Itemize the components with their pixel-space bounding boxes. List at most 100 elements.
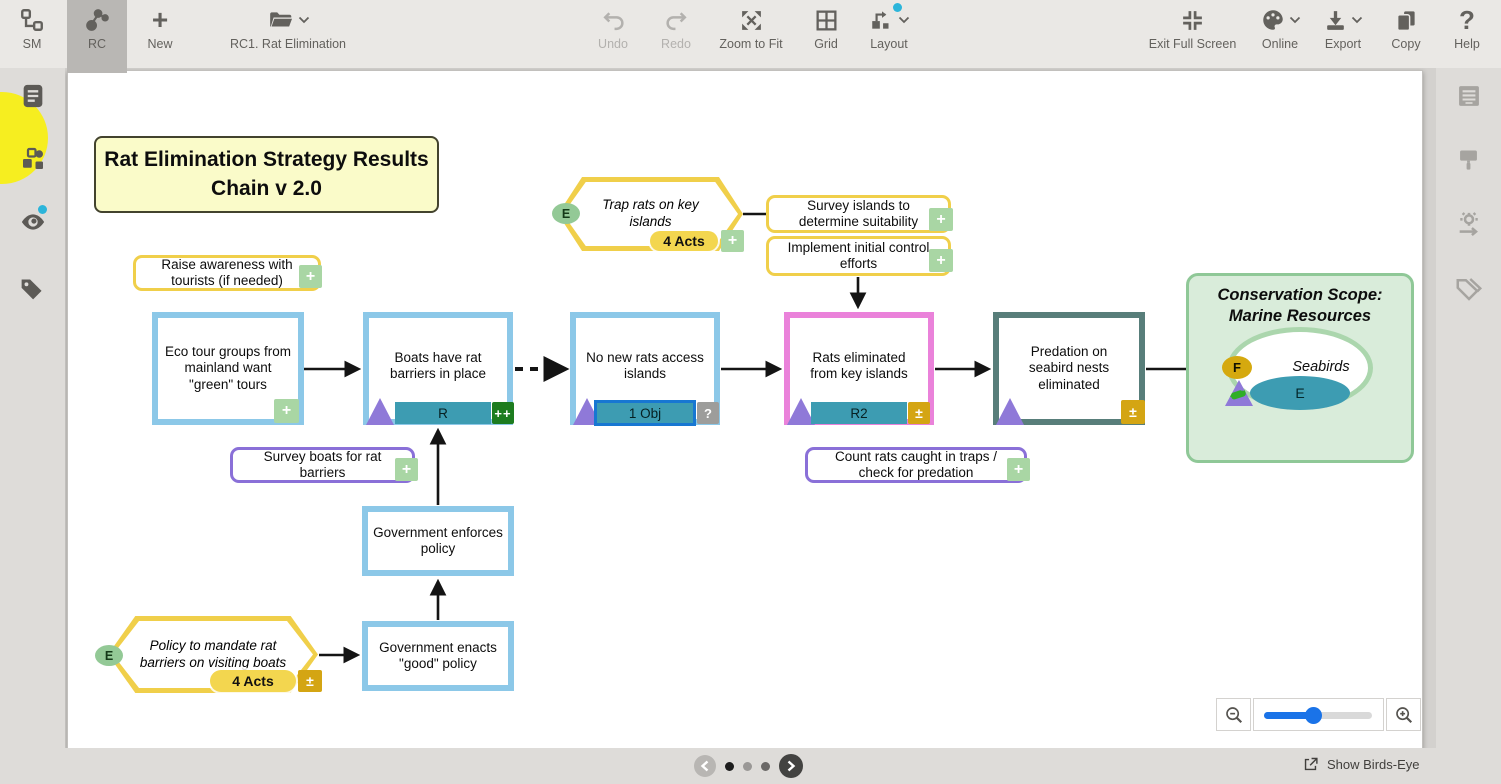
new-label: New xyxy=(147,37,173,51)
result-gov-enacts[interactable]: Government enacts "good" policy xyxy=(362,621,514,691)
zoom-in-button[interactable] xyxy=(1386,698,1421,731)
page-dot-3[interactable] xyxy=(761,761,770,771)
activity-survey-islands[interactable]: Survey islands to determine suitability xyxy=(766,195,951,233)
page-dot-1[interactable] xyxy=(725,761,734,771)
plus-badge[interactable]: + xyxy=(721,230,744,252)
format-painter-icon xyxy=(1460,150,1477,170)
exit-full-screen-label: Exit Full Screen xyxy=(1148,37,1237,51)
palette-icon xyxy=(1260,5,1301,35)
new-button[interactable]: + New xyxy=(135,4,185,51)
undo-label: Undo xyxy=(598,37,628,51)
activity-count-rats[interactable]: Count rats caught in traps / check for p… xyxy=(805,447,1027,483)
double-plus-badge[interactable]: ++ xyxy=(492,402,514,424)
grid-icon xyxy=(814,5,839,35)
objective-bar-selected[interactable]: 1 Obj xyxy=(594,400,696,426)
diagram-title[interactable]: Rat Elimination Strategy Results Chain v… xyxy=(94,136,439,213)
exit-full-screen-button[interactable]: Exit Full Screen xyxy=(1135,5,1250,51)
sidebar-item-summary[interactable] xyxy=(1436,82,1501,110)
zoom-slider-track[interactable] xyxy=(1264,707,1372,724)
grid-label: Grid xyxy=(814,37,838,51)
next-page-button[interactable] xyxy=(779,754,803,778)
plus-minus-badge[interactable]: ± xyxy=(298,670,322,692)
plus-badge[interactable]: + xyxy=(929,208,953,231)
result-gov-enforces[interactable]: Government enforces policy xyxy=(362,506,514,576)
zoom-to-fit-button[interactable]: Zoom to Fit xyxy=(705,5,797,51)
layout-icon xyxy=(869,3,910,35)
copy-label: Copy xyxy=(1391,37,1421,51)
activity-survey-boats[interactable]: Survey boats for rat barriers xyxy=(230,447,415,483)
target-f-badge[interactable]: F xyxy=(1222,356,1252,379)
result-predation-eliminated[interactable]: Predation on seabird nests eliminated xyxy=(993,312,1145,425)
copy-button[interactable]: Copy xyxy=(1381,5,1431,51)
undo-button[interactable]: Undo xyxy=(588,5,638,51)
show-birdseye-button[interactable]: Show Birds-Eye xyxy=(1302,756,1419,773)
activity-implement-control[interactable]: Implement initial control efforts xyxy=(766,236,951,276)
page-dot-2[interactable] xyxy=(743,761,752,771)
exit-full-screen-icon xyxy=(1180,5,1205,35)
plus-badge[interactable]: + xyxy=(1007,458,1030,481)
plus-badge[interactable]: + xyxy=(274,399,299,423)
chevron-right-icon xyxy=(787,760,796,772)
diagram-canvas[interactable]: Rat Elimination Strategy Results Chain v… xyxy=(67,70,1423,750)
zoom-slider[interactable] xyxy=(1253,698,1384,731)
copy-icon xyxy=(1394,5,1419,35)
plus-badge[interactable]: + xyxy=(929,249,953,272)
help-button[interactable]: ? Help xyxy=(1443,5,1491,52)
zoom-in-icon xyxy=(1395,706,1412,723)
chevron-down-icon xyxy=(1351,16,1363,24)
sidebar-item-visibility[interactable] xyxy=(0,205,65,236)
sidebar-item-details[interactable] xyxy=(0,82,65,110)
plus-minus-badge[interactable]: ± xyxy=(1121,400,1145,424)
plus-badge[interactable]: + xyxy=(395,458,418,481)
right-sidebar xyxy=(1436,68,1501,748)
bottom-bar: Show Birds-Eye xyxy=(0,748,1501,784)
evidence-badge[interactable]: E xyxy=(552,203,580,224)
rc-label: RC xyxy=(87,37,107,51)
sidebar-item-factors[interactable] xyxy=(0,144,65,174)
list-panel-icon xyxy=(1458,86,1479,106)
acts-badge[interactable]: 4 Acts xyxy=(650,231,718,251)
activity-raise-awareness[interactable]: Raise awareness with tourists (if needed… xyxy=(133,255,321,291)
help-label: Help xyxy=(1454,37,1480,51)
prev-page-button[interactable] xyxy=(694,755,716,777)
zoom-slider-thumb[interactable] xyxy=(1304,707,1322,724)
sidebar-item-automation[interactable] xyxy=(1436,210,1501,238)
open-diagram-button[interactable]: RC1. Rat Elimination xyxy=(208,5,368,51)
chevron-down-icon xyxy=(1289,16,1300,24)
layout-label: Layout xyxy=(870,37,908,51)
target-e-badge[interactable]: E xyxy=(1250,376,1350,410)
export-button[interactable]: Export xyxy=(1315,5,1371,51)
document-list-icon xyxy=(23,84,42,108)
zoom-out-icon xyxy=(1225,706,1242,723)
target-label: Seabirds xyxy=(1292,359,1350,375)
redo-button[interactable]: Redo xyxy=(651,5,701,51)
undo-icon xyxy=(601,5,626,35)
online-button[interactable]: Online xyxy=(1252,5,1308,51)
left-sidebar xyxy=(0,68,65,748)
online-label: Online xyxy=(1261,37,1299,51)
sidebar-item-tags[interactable] xyxy=(0,274,65,303)
grid-button[interactable]: Grid xyxy=(803,5,849,51)
sidebar-item-taggroups[interactable] xyxy=(1436,274,1501,304)
sm-label: SM xyxy=(22,37,42,51)
acts-badge[interactable]: 4 Acts xyxy=(210,670,296,692)
results-chain-icon xyxy=(84,5,110,35)
sidebar-item-format[interactable] xyxy=(1436,146,1501,173)
plus-badge[interactable]: + xyxy=(299,265,322,288)
result-tag-bar[interactable]: R xyxy=(395,402,491,424)
result-tag-bar[interactable]: R2 xyxy=(811,402,907,424)
eye-icon xyxy=(21,214,44,230)
notification-dot xyxy=(892,3,902,12)
strategy-policy-label: Policy to mandate rat barriers on visiti… xyxy=(113,621,313,688)
zoom-out-button[interactable] xyxy=(1216,698,1251,731)
results-chain-view-button[interactable]: RC xyxy=(67,0,127,73)
strategy-map-view-button[interactable]: SM xyxy=(9,5,55,51)
notification-dot xyxy=(38,205,47,214)
evidence-badge[interactable]: E xyxy=(95,645,123,666)
question-badge[interactable]: ? xyxy=(697,402,719,424)
layout-button[interactable]: Layout xyxy=(858,3,920,51)
factors-icon xyxy=(22,147,43,169)
chevron-down-icon xyxy=(898,16,909,24)
plus-minus-badge[interactable]: ± xyxy=(908,402,930,424)
